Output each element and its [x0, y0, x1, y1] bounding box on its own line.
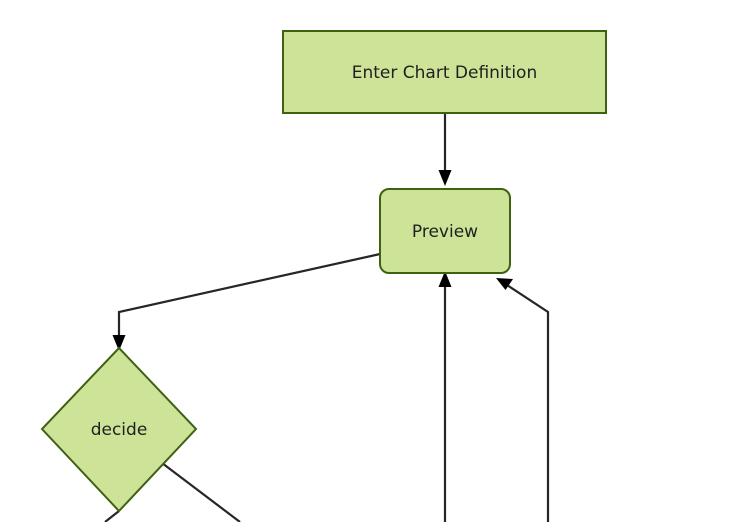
- edge-decide-to-branch-right: [161, 462, 241, 522]
- arrow-head-icon: [438, 271, 452, 287]
- edge-line: [104, 510, 120, 522]
- edge-return-right-to-preview: [496, 278, 550, 522]
- node-label-preview: Preview: [412, 222, 478, 242]
- edge-preview-to-decide: [112, 252, 381, 351]
- node-shape-diamond: [40, 346, 198, 513]
- edge-line: [161, 462, 241, 522]
- node-label-decide: decide: [91, 420, 148, 440]
- node-enter-chart-definition[interactable]: Enter Chart Definition: [282, 30, 607, 114]
- arrow-head-icon: [438, 170, 452, 186]
- node-decide[interactable]: decide: [40, 346, 198, 513]
- node-shape-rounded-rectangle: [379, 188, 511, 274]
- node-shape-rectangle: [282, 30, 607, 114]
- edge-return-left-to-preview: [438, 271, 452, 522]
- node-preview[interactable]: Preview: [379, 188, 511, 274]
- edge-line: [503, 282, 550, 522]
- node-label-enter-chart-definition: Enter Chart Definition: [352, 63, 537, 83]
- edge-enter-chart-definition-to-preview: [438, 113, 452, 186]
- edge-line: [117, 252, 381, 341]
- arrow-head-icon: [112, 335, 126, 351]
- edge-decide-to-branch-left: [104, 510, 120, 522]
- arrow-head-icon: [496, 278, 513, 290]
